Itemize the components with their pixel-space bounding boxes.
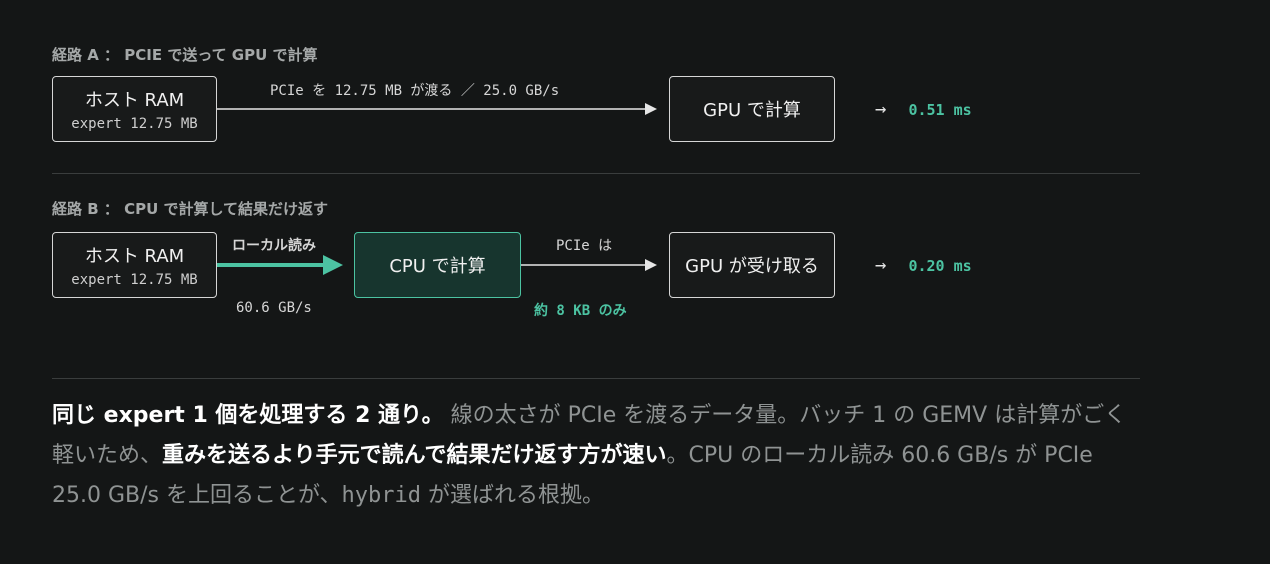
- paragraph-code-hybrid: hybrid: [341, 483, 422, 508]
- route-b-host-ram-box: ホスト RAM expert 12.75 MB: [52, 232, 217, 298]
- route-a-result-arrow: →: [875, 98, 887, 120]
- route-a-pcie-label: PCIe を 12.75 MB が渡る ／ 25.0 GB/s: [270, 83, 560, 99]
- route-a-pcie-arrow: [217, 103, 657, 115]
- route-b-gpu-text: GPU が受け取る: [685, 256, 819, 277]
- route-a-result-value: 0.51 ms: [908, 101, 972, 119]
- route-b-local-speed: 60.6 GB/s: [236, 300, 312, 316]
- paragraph-emphasis: 重みを送るより手元で読んで結果だけ返す方が速い: [162, 443, 667, 468]
- route-a-host-ram-title: ホスト RAM: [84, 90, 185, 111]
- divider-top: [52, 173, 1140, 174]
- route-b-local-arrow: [217, 255, 343, 275]
- route-a-gpu-box: GPU で計算: [669, 76, 835, 142]
- route-a-result: → 0.51 ms: [875, 98, 972, 120]
- route-b-pcie-label: PCIe は: [556, 238, 613, 254]
- route-a-host-ram-box: ホスト RAM expert 12.75 MB: [52, 76, 217, 142]
- route-b-gpu-box: GPU が受け取る: [669, 232, 835, 298]
- route-b-cpu-box: CPU で計算: [354, 232, 521, 298]
- route-b-cpu-text: CPU で計算: [389, 256, 486, 277]
- paragraph-text-3: が選ばれる根拠。: [421, 483, 605, 508]
- route-b-host-ram-sub: expert 12.75 MB: [71, 272, 198, 288]
- paragraph-text-1: 線の太さが PCIe を渡るデータ量。バッチ 1 の GEMV は計算がごく軽い…: [52, 403, 1127, 468]
- paragraph-text-2: 。CPU のローカル読み 60.6 GB/s が PCIe 25.0 GB/s …: [52, 443, 1093, 508]
- paragraph-lead: 同じ expert 1 個を処理する 2 通り。: [52, 403, 444, 428]
- route-b-pcie-size: 約 8 KB のみ: [534, 303, 627, 319]
- route-b-pcie-arrow: [521, 259, 657, 271]
- route-b-result: → 0.20 ms: [875, 254, 972, 276]
- route-b-result-arrow: →: [875, 254, 887, 276]
- route-b-local-read-label: ローカル読み: [232, 238, 316, 254]
- divider-bottom: [52, 378, 1140, 379]
- route-a-label: 経路 A ： PCIE で送って GPU で計算: [52, 46, 318, 64]
- explanation-paragraph: 同じ expert 1 個を処理する 2 通り。 線の太さが PCIe を渡るデ…: [52, 396, 1142, 516]
- route-b-label: 経路 B ： CPU で計算して結果だけ返す: [52, 200, 329, 218]
- route-b-host-ram-title: ホスト RAM: [84, 246, 185, 267]
- route-b-result-value: 0.20 ms: [908, 257, 972, 275]
- route-a-host-ram-sub: expert 12.75 MB: [71, 116, 198, 132]
- route-a-gpu-text: GPU で計算: [703, 100, 801, 121]
